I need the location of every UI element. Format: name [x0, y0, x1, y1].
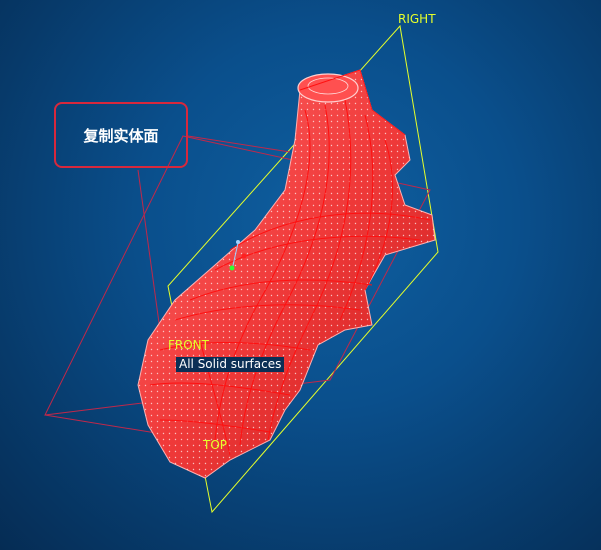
- datum-plane-right[interactable]: [167, 24, 439, 514]
- callout-text: 复制实体面: [83, 126, 159, 145]
- datum-label-right[interactable]: RIGHT: [398, 12, 436, 26]
- callout-leader-line: [187, 135, 291, 153]
- selection-tooltip: All Solid surfaces: [176, 357, 285, 372]
- datum-label-top[interactable]: TOP: [203, 438, 228, 452]
- callout-box: 复制实体面: [54, 102, 188, 168]
- solid-model[interactable]: [137, 69, 436, 479]
- datum-label-front[interactable]: FRONT: [168, 338, 209, 352]
